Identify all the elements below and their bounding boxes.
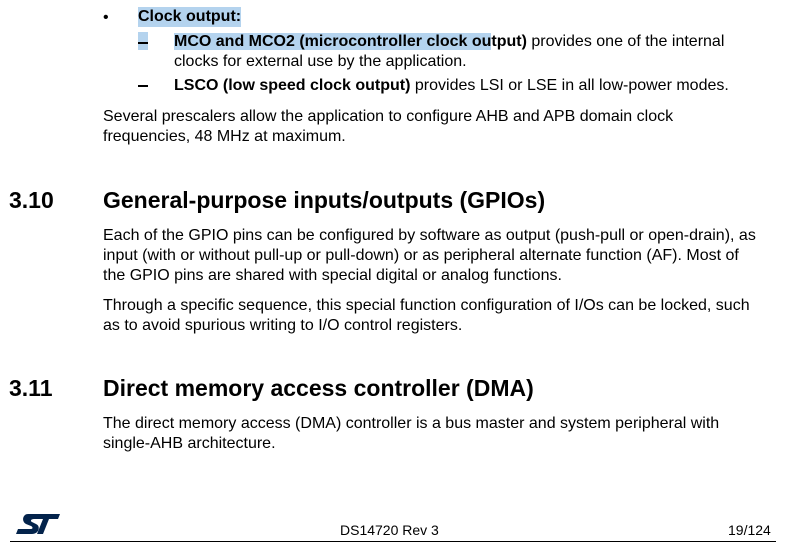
mco-item: MCO and MCO2 (microcontroller clock outp… (174, 32, 774, 72)
lsco-bold: LSCO (low speed clock output) (174, 77, 411, 94)
dma-p1-line-1: The direct memory access (DMA) controlle… (103, 415, 720, 432)
dma-p1-line-2: single-AHB architecture. (103, 435, 276, 452)
prescalers-line-1: Several prescalers allow the application… (103, 108, 674, 125)
gpio-p2-line-1: Through a specific sequence, this specia… (103, 297, 750, 314)
mco-line-1: MCO and MCO2 (microcontroller clock outp… (174, 32, 774, 52)
dma-paragraph-1: The direct memory access (DMA) controlle… (103, 414, 783, 454)
mco-line-2: clocks for external use by the applicati… (174, 53, 467, 70)
lsco-item: LSCO (low speed clock output) provides L… (174, 76, 774, 96)
section-title-gpio: General-purpose inputs/outputs (GPIOs) (103, 187, 546, 213)
mco-bold-highlighted: MCO and MCO2 (microcontroller clock ou (174, 33, 492, 50)
section-number-dma: 3.11 (9, 375, 53, 401)
gpio-p1-line-1: Each of the GPIO pins can be configured … (103, 227, 756, 244)
clock-output-heading: Clock output: (138, 7, 242, 27)
lsco-rest: provides LSI or LSE in all low-power mod… (410, 77, 729, 94)
gpio-p2-line-2: as to avoid spurious writing to I/O cont… (103, 317, 463, 334)
bullet-dot: • (103, 9, 109, 26)
section-number-gpio: 3.10 (9, 187, 54, 213)
prescalers-paragraph: Several prescalers allow the application… (103, 107, 743, 147)
footer-doc-id: DS14720 Rev 3 (340, 522, 439, 538)
section-title-dma: Direct memory access controller (DMA) (103, 375, 534, 401)
prescalers-line-2: frequencies, 48 MHz at maximum. (103, 128, 346, 145)
mco-rest-line1: provides one of the internal (526, 33, 725, 50)
gpio-p1-line-3: the GPIO pins are shared with special di… (103, 267, 562, 284)
gpio-p1-line-2: input (with or without pull-up or pull-d… (103, 247, 739, 264)
st-logo-icon (16, 514, 60, 534)
gpio-paragraph-2: Through a specific sequence, this specia… (103, 296, 783, 336)
footer-rule (10, 541, 776, 542)
dash-marker-lsco (138, 85, 148, 87)
gpio-paragraph-1: Each of the GPIO pins can be configured … (103, 226, 783, 286)
footer-page-number: 19/124 (728, 522, 771, 538)
dash-marker-mco (138, 32, 148, 52)
mco-bold-plain: tput) (491, 33, 527, 50)
